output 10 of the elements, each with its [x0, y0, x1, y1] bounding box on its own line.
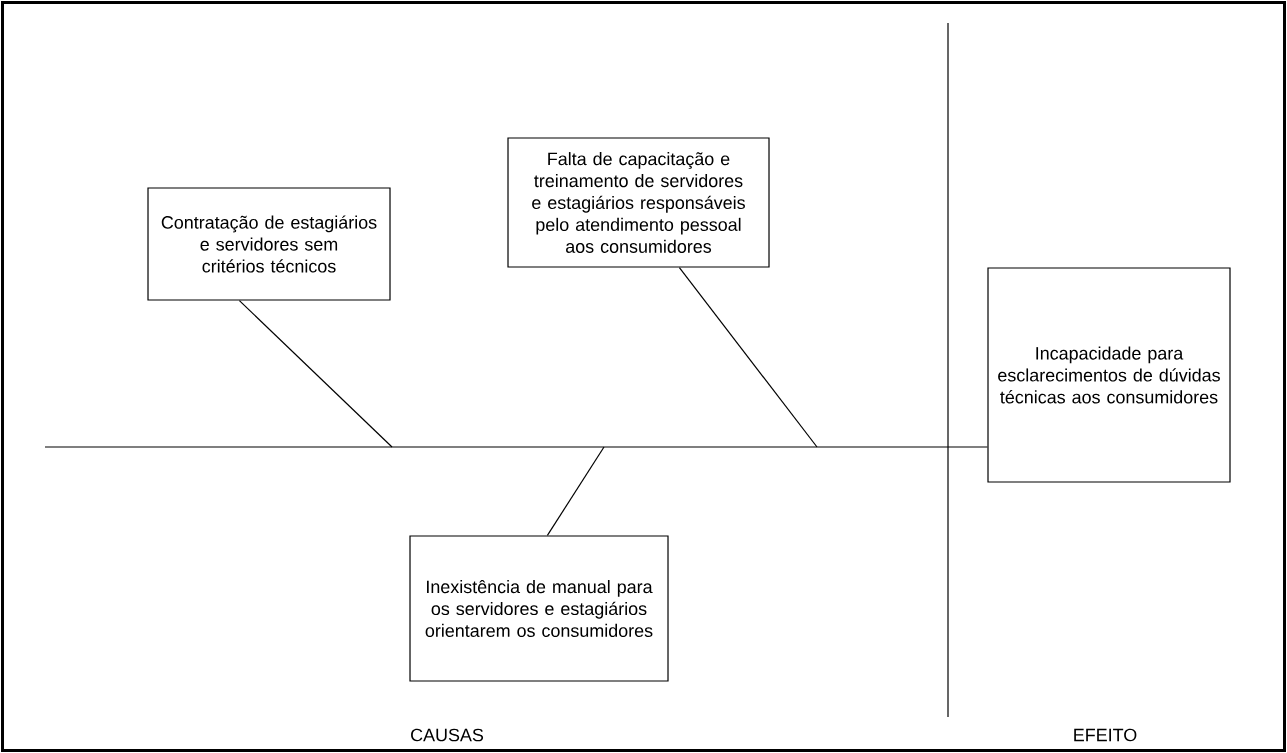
spine-line [44, 446, 988, 448]
cause-box: Falta de capacitação e treinamento de servidores e estagiários responsáveis pelo atendimento pessoal aos consumidores [507, 137, 770, 268]
cause-box: Contratação de estagiários e servidores sem critérios técnicos [147, 187, 391, 301]
cause-box: Inexistência de manual para os servidores e estagiários orientarem os consumidores [409, 535, 669, 682]
bone-line [546, 446, 605, 536]
cause-box: Incapacidade para esclarecimentos de dúvidas técnicas aos consumidores [987, 267, 1231, 483]
bone-line [678, 267, 818, 448]
bone-line [238, 300, 393, 448]
section-label: EFEITO [1074, 728, 1137, 742]
section-label: CAUSAS [411, 728, 484, 742]
